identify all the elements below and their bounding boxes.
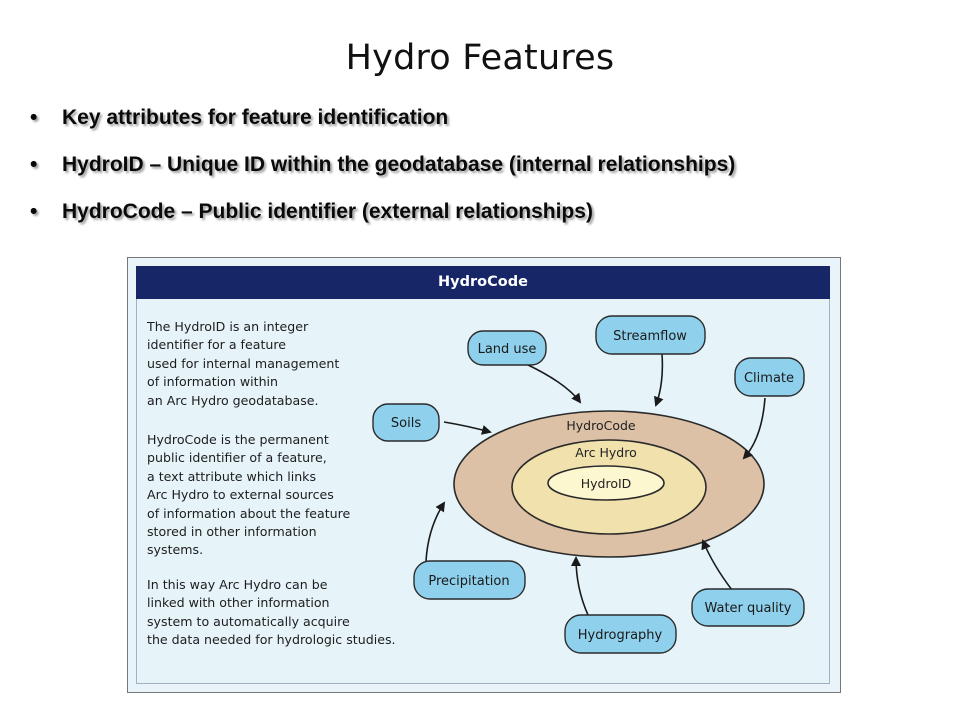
hydroid-description: The HydroID is an integer identifier for… [147,319,340,408]
source-label: Land use [478,342,537,357]
bullet-text: HydroCode – Public identifier (external … [62,200,593,223]
hydroid-ring-label: HydroID [581,476,632,491]
slide-title: Hydro Features [345,38,615,78]
bullet-item: • HydroCode – Public identifier (externa… [30,200,950,247]
source-node-streamflow: Streamflow [595,315,706,355]
arrow-hydrography [571,556,589,616]
arrow-precipitation [425,501,446,562]
source-label: Water quality [704,601,791,616]
hydrocode-description: HydroCode is the permanent public identi… [147,432,351,558]
bullet-marker: • [30,153,38,176]
source-node-precipitation: Precipitation [413,560,526,600]
source-label: Precipitation [428,574,509,589]
source-label: Climate [744,371,794,386]
arrow-land-use [525,363,582,404]
bullet-item: • Key attributes for feature identificat… [30,106,950,153]
bullet-marker: • [30,200,38,223]
bullet-marker: • [30,106,38,129]
source-node-climate: Climate [734,357,805,397]
hydrocode-ring-label: HydroCode [566,418,636,433]
integration-description: In this way Arc Hydro can be linked with… [147,577,396,648]
source-label: Streamflow [613,329,687,344]
source-label: Soils [391,416,421,431]
hydroid-ring [547,465,665,501]
bullet-text: Key attributes for feature identificatio… [62,106,449,129]
figure-header: HydroCode [136,266,830,299]
source-node-soils: Soils [372,403,440,442]
hydrocode-figure: HydroCode The HydroID is an integer iden… [127,257,841,693]
arrow-climate [742,397,766,460]
source-node-land-use: Land use [467,330,547,366]
bullet-item: • HydroID – Unique ID within the geodata… [30,153,950,200]
arrow-streamflow [654,353,664,407]
bullet-list: • Key attributes for feature identificat… [30,106,950,247]
bullet-text: HydroID – Unique ID within the geodataba… [62,153,736,176]
source-node-hydrography: Hydrography [564,614,677,654]
hydrocode-diagram: HydroCode Arc Hydro HydroID Land use Str… [372,315,805,654]
arc-hydro-ring-label: Arc Hydro [575,445,637,460]
arrow-water-quality [701,539,733,591]
arrow-soils [443,421,492,435]
source-label: Hydrography [578,628,663,643]
source-node-water-quality: Water quality [691,588,805,627]
